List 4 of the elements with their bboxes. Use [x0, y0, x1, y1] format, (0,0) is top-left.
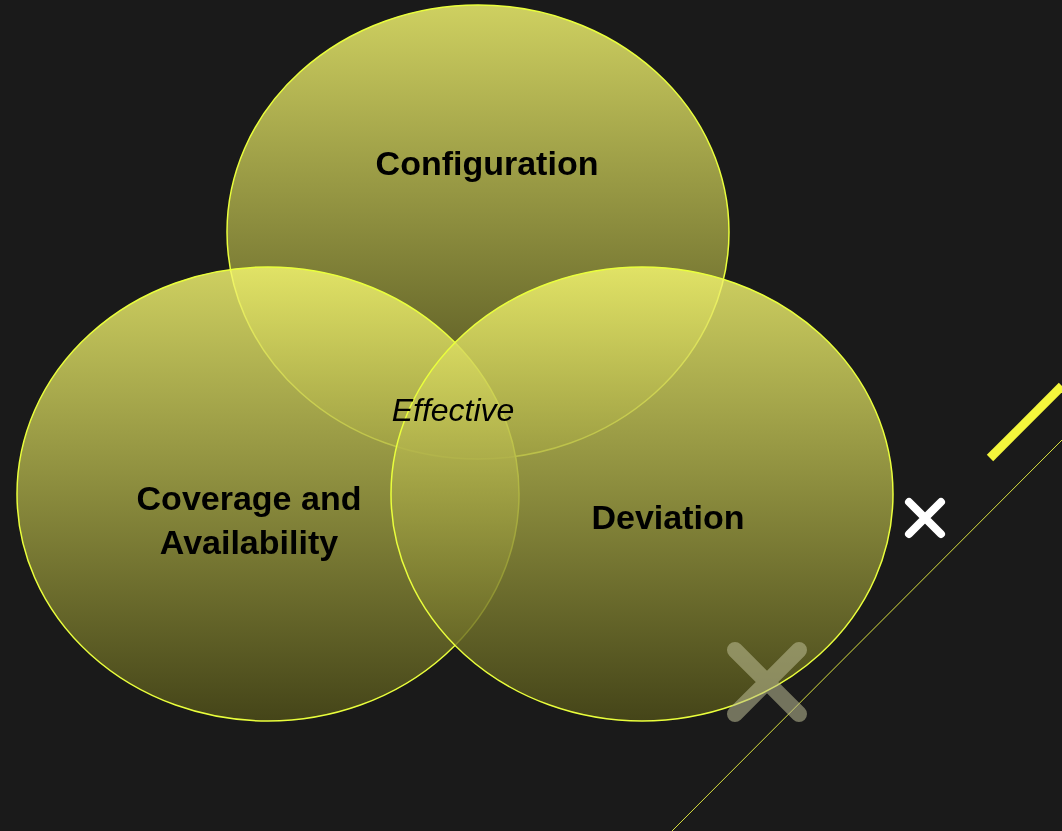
overlap-label: Effective — [391, 391, 515, 429]
circle-label: Deviation — [590, 496, 746, 538]
circle-label: Coverage and Availability — [135, 477, 363, 563]
circle-label: Configuration — [374, 142, 600, 184]
